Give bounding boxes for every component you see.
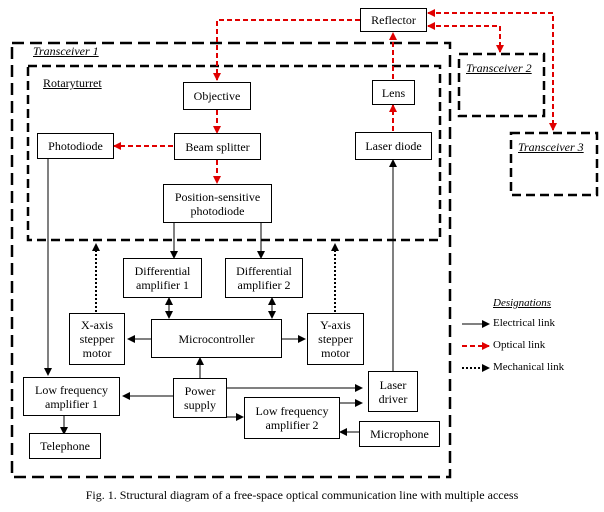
diff-amp1-block: Differential amplifier 1 (123, 258, 202, 298)
psd-block: Position-sensitive photodiode (163, 184, 272, 223)
legend-optical-label: Optical link (493, 339, 546, 351)
x-motor-label-line1: X-axis (81, 318, 113, 332)
laser-driver-label-line2: driver (378, 391, 408, 406)
lf-amp2-block: Low frequency amplifier 2 (244, 397, 340, 439)
transceiver2-label: Transceiver 2 (466, 61, 532, 75)
photodiode-block: Photodiode (37, 133, 114, 159)
microphone-block: Microphone (359, 421, 440, 447)
reflector-block: Reflector (360, 8, 427, 32)
rotary-turret-border (26, 64, 442, 242)
y-motor-label-line2: stepper (318, 332, 353, 346)
beam-splitter-block: Beam splitter (174, 133, 261, 160)
power-label-line1: Power (184, 384, 216, 398)
legend-title: Designations (493, 297, 552, 309)
figure-caption: Fig. 1. Structural diagram of a free-spa… (85, 488, 519, 502)
lfa2-label-line2: amplifier 2 (265, 418, 319, 432)
x-motor-label-line3: motor (82, 346, 112, 360)
lfa1-label-line2: amplifier 1 (45, 396, 98, 411)
laser-diode-label: Laser diode (365, 139, 422, 153)
diff-amp2-block: Differential amplifier 2 (225, 258, 303, 298)
laser-diode-block: Laser diode (355, 132, 432, 160)
power-label-line2: supply (183, 398, 216, 412)
rotary-turret-label: Rotaryturret (43, 76, 102, 90)
microphone-label: Microphone (370, 427, 429, 441)
lf-amp1-block: Low frequency amplifier 1 (23, 377, 120, 416)
optical-link-reflector-transceiver2 (427, 22, 504, 53)
telephone-label: Telephone (40, 439, 90, 453)
legend-electrical-label: Electrical link (493, 317, 555, 329)
objective-block: Objective (183, 82, 251, 110)
optical-link-reflector-transceiver3 (427, 9, 557, 131)
laser-driver-block: Laser driver (368, 371, 418, 412)
beam-splitter-label: Beam splitter (185, 139, 250, 154)
diff-amp2-label-line1: Differential (236, 264, 292, 278)
telephone-block: Telephone (29, 433, 101, 459)
lens-label: Lens (381, 85, 406, 100)
diff-amp2-label-line2: amplifier 2 (237, 278, 291, 292)
psd-label-line2: photodiode (190, 203, 245, 218)
objective-label: Objective (193, 89, 241, 103)
x-axis-motor-block: X-axis stepper motor (69, 313, 125, 365)
photodiode-label: Photodiode (48, 139, 103, 153)
lfa1-label-line1: Low frequency (35, 382, 108, 397)
laser-driver-label-line1: Laser (379, 377, 407, 392)
reflector-label: Reflector (371, 13, 416, 27)
y-motor-label-line3: motor (321, 346, 350, 360)
psd-label-line1: Position-sensitive (174, 189, 261, 204)
diff-amp1-label-line1: Differential (134, 264, 191, 278)
optical-link-reflector-objective (213, 19, 360, 81)
y-motor-label-line1: Y-axis (320, 318, 351, 332)
lens-block: Lens (372, 80, 415, 105)
transceiver1-border (10, 41, 452, 479)
y-axis-motor-block: Y-axis stepper motor (307, 313, 364, 365)
legend-mechanical-label: Mechanical link (493, 361, 565, 373)
microcontroller-block: Microcontroller (151, 319, 282, 358)
x-motor-label-line2: stepper (79, 332, 115, 346)
power-supply-block: Power supply (173, 378, 227, 418)
transceiver1-label: Transceiver 1 (33, 44, 99, 58)
lfa2-label-line1: Low frequency (255, 404, 329, 418)
transceiver3-label: Transceiver 3 (518, 140, 584, 154)
transceiver3-border (509, 131, 599, 197)
diff-amp1-label-line2: amplifier 1 (136, 278, 189, 292)
microcontroller-label: Microcontroller (178, 331, 255, 346)
